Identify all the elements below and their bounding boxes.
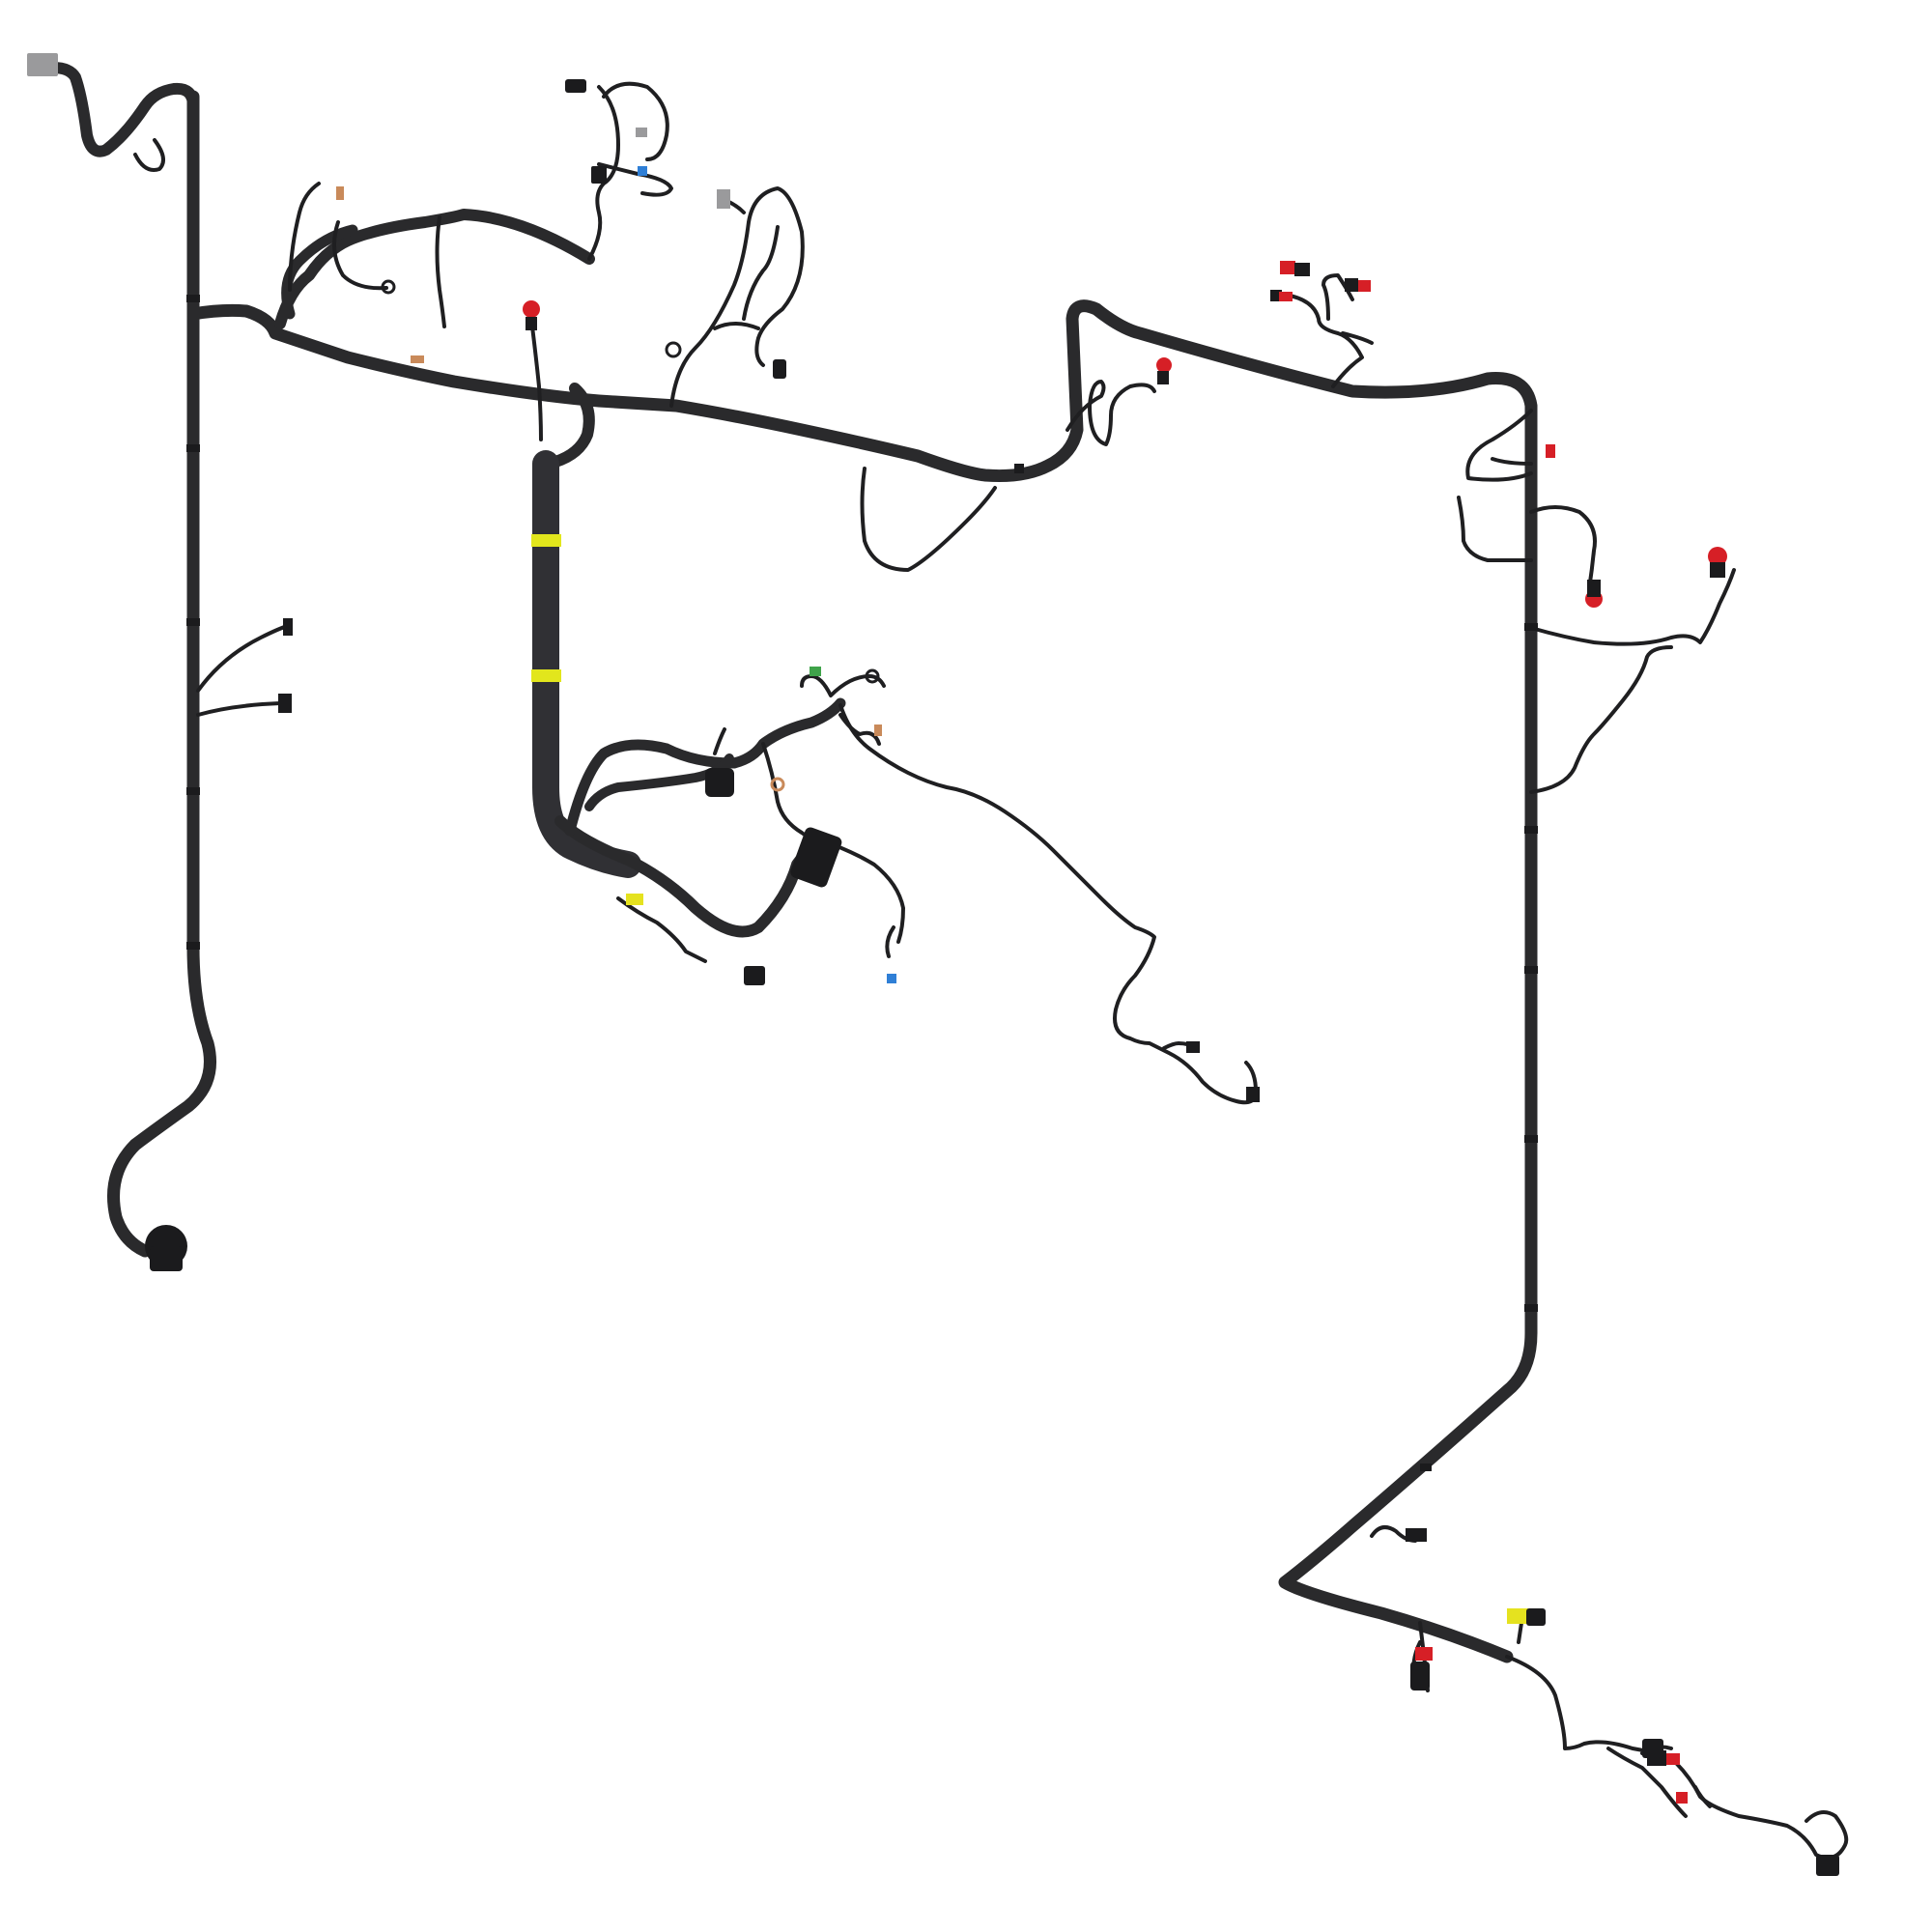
dark-connector-icon	[278, 694, 292, 713]
harness-clip-icon	[1524, 623, 1538, 631]
harness-clip-icon	[1014, 464, 1024, 473]
ring-terminal-icon	[411, 355, 424, 363]
right-side-branch-3	[1529, 645, 1673, 794]
central-sleeve-stub	[550, 383, 595, 468]
ring-terminal-icon	[665, 341, 682, 358]
right-upper-bracket-wire	[1457, 496, 1533, 562]
right-upper-loop	[1465, 409, 1533, 482]
ring-terminal-icon	[336, 186, 344, 200]
red-sensor-connector-icon	[1345, 278, 1371, 292]
upper-junction-bundle	[274, 209, 595, 329]
junction-box-icon	[790, 827, 842, 888]
connectors	[27, 53, 1839, 1876]
dark-connector-icon	[591, 166, 607, 184]
round-bulkhead-connector-icon	[145, 1225, 187, 1271]
lower-center-wire-3	[838, 703, 1258, 1105]
dark-connector-icon	[717, 189, 730, 209]
yellow-sensor-connector-icon	[1507, 1608, 1528, 1624]
blue-sensor-connector-icon	[887, 974, 896, 983]
harness-clip-icon	[1524, 1304, 1538, 1312]
ring-terminal-icon	[874, 724, 882, 736]
ring-terminal-icon	[770, 777, 785, 792]
harness-clips	[186, 295, 1538, 1471]
right-side-branch-1	[1529, 505, 1597, 591]
upper-left-small-loop	[133, 138, 165, 172]
upper-right-tail-2	[597, 162, 673, 197]
red-sensor-connector-icon	[1410, 1647, 1433, 1690]
red-sensor-connector-icon	[1708, 547, 1727, 578]
upper-left-battery-branch	[47, 62, 199, 157]
dark-connector-icon	[1406, 1528, 1427, 1542]
upper-junction-tail-1	[288, 182, 321, 292]
branch-wires	[196, 81, 1849, 1861]
center-upper-wire	[669, 186, 805, 408]
upper-junction-tail-3	[435, 215, 446, 328]
lower-center-wire-8	[713, 727, 726, 755]
tape-band-upper	[531, 534, 561, 547]
harness-clip-icon	[1524, 966, 1538, 974]
red-sensor-connector-icon	[523, 300, 540, 330]
dark-connector-icon	[705, 768, 734, 797]
harness-clip-icon	[186, 942, 200, 950]
lower-center-wire-1	[761, 742, 833, 844]
right-upper-small-loop	[1491, 457, 1533, 466]
red-connector-drop	[529, 317, 543, 441]
dark-connector-icon	[1642, 1739, 1663, 1758]
red-sensor-connector-icon	[1546, 444, 1555, 458]
main-harness-trunks	[47, 62, 1538, 1663]
dark-connector-icon	[1186, 1041, 1200, 1053]
dark-connector-icon	[1816, 1855, 1839, 1876]
dark-connector-icon	[565, 79, 586, 93]
harness-clip-icon	[1420, 1463, 1432, 1471]
blue-sensor-connector-icon	[636, 128, 647, 137]
harness-clip-icon	[186, 295, 200, 302]
lower-central-bundle	[554, 815, 827, 938]
dark-connector-icon	[773, 359, 786, 379]
red-sensor-connector-icon	[1156, 357, 1172, 384]
red-sensor-connector-icon	[1676, 1792, 1688, 1804]
green-sensor-connector-icon	[810, 667, 821, 676]
top-right-connector-wire	[1283, 273, 1374, 388]
lower-center-wire-7	[616, 896, 707, 963]
dark-connector-icon	[1526, 1608, 1546, 1626]
left-mid-branch	[196, 624, 290, 717]
red-sensor-connector-icon	[1280, 261, 1310, 276]
red-sensor-connector-icon	[1270, 290, 1293, 301]
ring-terminal-icon	[381, 279, 396, 295]
harness-clip-icon	[186, 618, 200, 626]
dark-connector-icon	[1246, 1087, 1260, 1102]
lower-center-wire-6	[838, 713, 881, 746]
harness-clip-icon	[1524, 1135, 1538, 1143]
right-side-branch-2	[1529, 568, 1736, 646]
tape-band-lower	[531, 669, 561, 682]
left-to-top-trunk	[186, 299, 1538, 1663]
left-vertical-trunk	[107, 90, 216, 1258]
ring-terminal-icon	[865, 668, 880, 684]
harness-clip-icon	[186, 787, 200, 795]
grey-battery-connector-icon	[27, 53, 58, 76]
central-down-sleeve	[532, 450, 641, 878]
lower-center-wire-5	[800, 674, 886, 697]
lower-center-wire-2	[819, 838, 905, 958]
mid-right-wire	[1065, 380, 1156, 446]
harness-clip-icon	[1524, 826, 1538, 834]
red-sensor-connector-icon	[1585, 580, 1603, 608]
upper-junction-tail-2	[332, 220, 388, 291]
dark-connector-icon	[283, 618, 293, 636]
yellow-sensor-connector-icon	[626, 894, 643, 905]
mid-drop-loop	[860, 467, 997, 572]
lower-central-loop	[564, 697, 846, 837]
dark-connector-icon	[744, 966, 765, 985]
blue-sensor-connector-icon	[638, 166, 647, 176]
harness-clip-icon	[186, 444, 200, 452]
